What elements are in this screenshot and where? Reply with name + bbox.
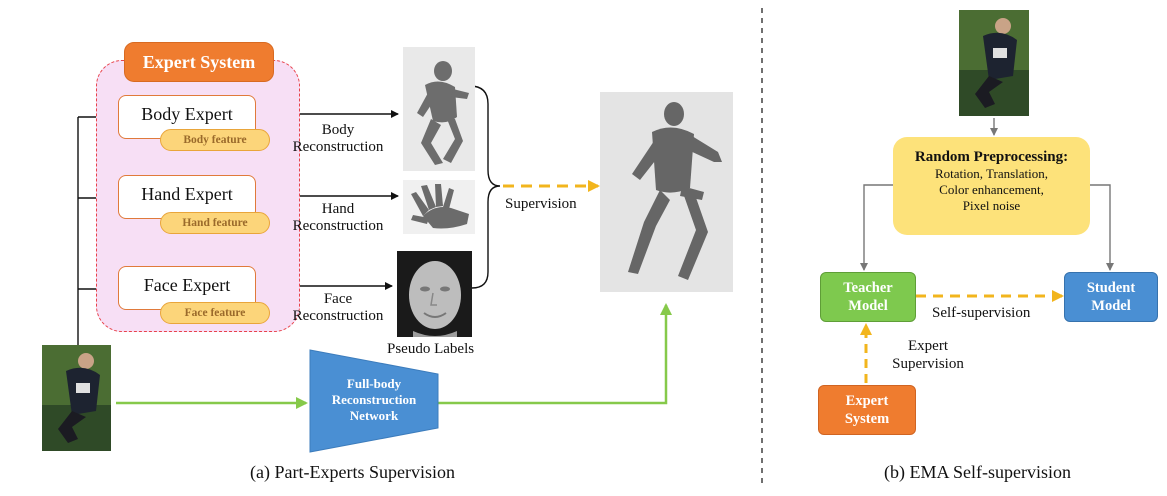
random-preprocessing-box: Random Preprocessing: Rotation, Translat… — [893, 137, 1090, 235]
preprocess-to-student-line — [1090, 184, 1114, 271]
input-photo-b — [959, 10, 1029, 116]
body-feature-pill: Body feature — [160, 129, 270, 151]
face-feature-pill: Face feature — [160, 302, 270, 324]
caption-a: (a) Part-Experts Supervision — [250, 462, 455, 482]
full-body-network-shape — [309, 349, 439, 453]
pseudo-labels-caption: Pseudo Labels — [387, 341, 475, 357]
supervision-label: Supervision — [505, 196, 577, 212]
hand-expert-box: Hand Expert — [118, 175, 256, 219]
hand-mesh-render — [403, 180, 475, 234]
body-mesh-render — [403, 47, 475, 171]
preprocessing-line: Pixel noise — [962, 198, 1021, 213]
input-photo-a — [42, 345, 111, 451]
full-body-output-render — [600, 92, 733, 292]
face-expert-label: Face Expert — [143, 274, 231, 295]
caption-b: (b) EMA Self-supervision — [884, 462, 1071, 482]
network-to-output-arrow — [438, 303, 672, 405]
random-preprocessing-title: Random Preprocessing: — [914, 149, 1069, 165]
preprocess-to-teacher-line — [860, 184, 893, 271]
full-body-network-label: Full-body Reconstruction Network — [331, 376, 417, 423]
preprocessing-line: Color enhancement, — [939, 182, 1044, 197]
expert-supervision-label: Expert Supervision — [892, 338, 964, 372]
preprocessing-line: Rotation, Translation, — [934, 166, 1049, 181]
pseudo-label-bracket — [469, 85, 501, 289]
self-supervision-label: Self-supervision — [932, 305, 1031, 321]
face-mesh-render — [397, 251, 472, 337]
hand-expert-label: Hand Expert — [141, 183, 233, 204]
hand-feature-pill: Hand feature — [160, 212, 270, 234]
expert-system-title: Expert System — [124, 42, 274, 82]
body-expert-label: Body Expert — [141, 103, 233, 124]
